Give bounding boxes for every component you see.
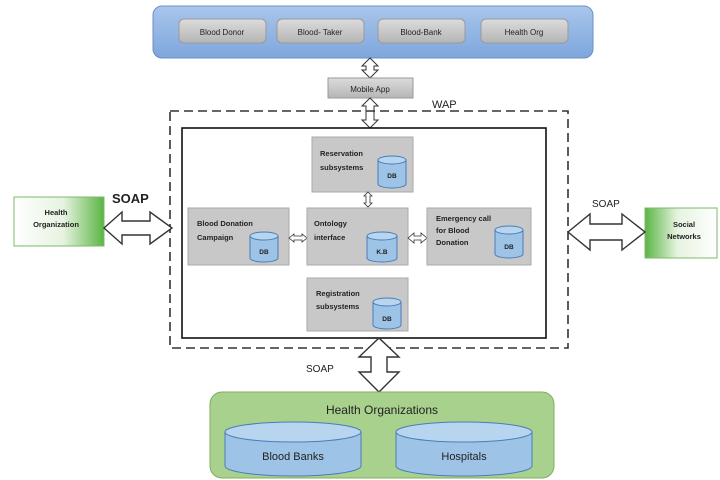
blood-banks-label: Blood Banks xyxy=(262,451,324,463)
registration-label-line1: Registration xyxy=(316,289,360,298)
emergency-db-label: DB xyxy=(504,244,514,251)
panel-to-app-arrow xyxy=(360,57,380,79)
reservation-subsystem: Reservation subsystems DB xyxy=(311,136,414,193)
ontology-subsystem: Ontology interface K.B xyxy=(306,207,409,266)
ontology-label-line1: Ontology xyxy=(314,219,348,228)
soap-left-label: SOAP xyxy=(112,191,149,206)
campaign-label-line2: Campaign xyxy=(197,233,234,242)
social-networks-external: Social Networks xyxy=(644,207,718,259)
kb-db-label: K.B xyxy=(376,249,388,256)
reservation-label-line2: subsystems xyxy=(320,163,363,172)
blood-banks-cylinder: Blood Banks xyxy=(224,421,362,477)
social-networks-line1: Social xyxy=(673,220,695,229)
wap-label: WAP xyxy=(432,99,457,111)
user-health-org-label: Health Org xyxy=(505,28,544,37)
users-panel: Blood Donor Blood- Taker Blood-Bank Heal… xyxy=(152,5,594,59)
health-organization-external: Health Organization xyxy=(13,196,105,247)
reservation-ontology-arrow xyxy=(363,191,373,208)
user-blood-bank-label: Blood-Bank xyxy=(400,28,442,37)
user-health-org-button[interactable]: Health Org xyxy=(480,18,569,44)
user-blood-taker-label: Blood- Taker xyxy=(298,28,343,37)
campaign-label-line1: Blood Donation xyxy=(197,219,253,228)
mobile-app-box: Mobile App xyxy=(327,77,414,99)
health-organization-line2: Organization xyxy=(33,220,79,229)
hospitals-label: Hospitals xyxy=(441,451,487,463)
emergency-db-icon: DB xyxy=(494,225,524,259)
registration-db-label: DB xyxy=(382,316,392,323)
reservation-label-line1: Reservation xyxy=(320,149,363,158)
health-organizations-panel: Health Organizations Blood Banks Hospita… xyxy=(209,391,555,479)
campaign-db-icon: DB xyxy=(249,231,279,263)
user-blood-donor-button[interactable]: Blood Donor xyxy=(178,18,267,44)
kb-db-icon: K.B xyxy=(366,231,398,263)
soap-bottom-label: SOAP xyxy=(306,364,334,375)
soap-left-arrow xyxy=(102,210,174,246)
registration-db-icon: DB xyxy=(372,297,402,330)
health-organization-line1: Health xyxy=(45,208,68,217)
mobile-app-label: Mobile App xyxy=(350,85,390,94)
soap-right-arrow xyxy=(566,212,647,252)
user-blood-donor-label: Blood Donor xyxy=(200,28,245,37)
user-blood-bank-button[interactable]: Blood-Bank xyxy=(377,18,466,44)
emergency-label-line1: Emergency call xyxy=(436,214,491,223)
app-to-system-arrow xyxy=(360,97,380,129)
soap-right-label: SOAP xyxy=(592,199,620,210)
reservation-db-label: DB xyxy=(387,173,397,180)
hospitals-cylinder: Hospitals xyxy=(395,421,533,477)
soap-bottom-arrow xyxy=(357,337,401,393)
ontology-label-line2: interface xyxy=(314,233,345,242)
social-networks-line2: Networks xyxy=(667,232,701,241)
user-blood-taker-button[interactable]: Blood- Taker xyxy=(276,18,365,44)
emergency-subsystem: Emergency call for Blood Donation DB xyxy=(426,207,532,266)
campaign-subsystem: Blood Donation Campaign DB xyxy=(187,207,290,266)
registration-label-line2: subsystems xyxy=(316,302,359,311)
campaign-db-label: DB xyxy=(259,249,269,256)
registration-subsystem: Registration subsystems DB xyxy=(306,277,409,332)
emergency-label-line3: Donation xyxy=(436,238,469,247)
emergency-label-line2: for Blood xyxy=(436,226,470,235)
reservation-db-icon: DB xyxy=(377,155,407,189)
health-organizations-title: Health Organizations xyxy=(326,403,438,417)
